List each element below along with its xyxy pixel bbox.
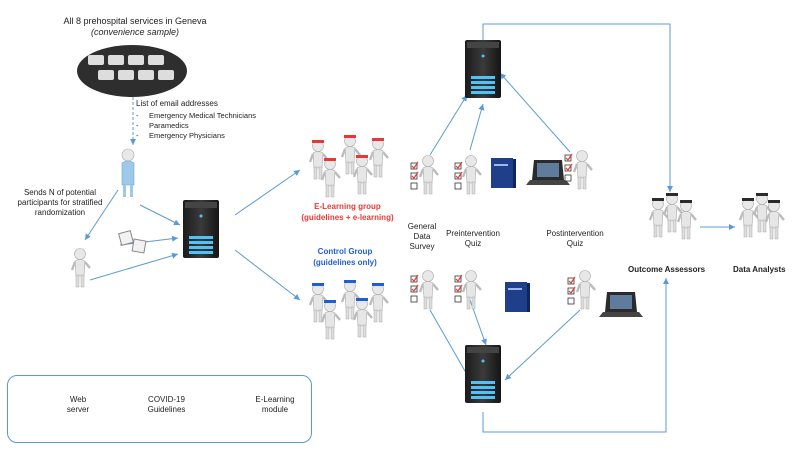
- control-group-people: [308, 279, 390, 341]
- legend-web-label-1: Web: [69, 395, 87, 404]
- post-checklist-icon: [564, 153, 573, 182]
- legend-guidelines-label-1: COVID-19: [148, 395, 185, 404]
- general-person-control-icon: [418, 269, 440, 311]
- elearning-group-subtitle: (guidelines + e-learning): [301, 213, 394, 222]
- pre-person-icon: [461, 154, 483, 196]
- general-label-1: General: [407, 222, 437, 231]
- email-list-item: Paramedics: [136, 121, 256, 131]
- elearning-laptop-control-icon: [599, 292, 643, 317]
- control-group-title: Control Group: [317, 247, 373, 256]
- header-title: All 8 prehospital services in Geneva: [63, 16, 207, 26]
- post-label-1: Postintervention: [546, 229, 604, 238]
- ambulance-cluster-icon: [77, 45, 187, 97]
- randomizer-person-icon: [70, 247, 92, 289]
- legend-guidelines-label-2: Guidelines: [147, 405, 186, 414]
- post-server-icon: [465, 345, 501, 403]
- data-analysts-label: Data Analysts: [733, 265, 786, 274]
- legend-elearning-label-2: module: [261, 405, 289, 414]
- elearning-laptop-icon: [526, 160, 570, 185]
- general-checklist-control-icon: [410, 274, 419, 303]
- email-list-item: Emergency Physicians: [136, 131, 256, 141]
- legend-web-label-2: server: [66, 405, 90, 414]
- pre-server-icon: [465, 40, 501, 98]
- general-label-3: Survey: [409, 242, 435, 251]
- pre-checklist-control-icon: [454, 274, 463, 303]
- guidelines-book-control-icon: [505, 282, 530, 312]
- header-subtitle: (convenience sample): [90, 27, 180, 37]
- post-label-2: Quiz: [566, 239, 584, 248]
- elearning-group-people: [308, 134, 390, 199]
- email-list-item: Emergency Medical Technicians: [136, 111, 256, 121]
- guidelines-book-icon: [491, 158, 516, 188]
- post-checklist-control-icon: [567, 276, 576, 305]
- post-person-control-icon: [575, 269, 597, 311]
- main-server-icon: [183, 200, 219, 258]
- outcome-assessors-label: Outcome Assessors: [628, 265, 706, 274]
- dice-icon: [118, 230, 147, 254]
- email-list-title: List of email addresses: [136, 99, 218, 108]
- outcome-assessors-people: [648, 192, 698, 241]
- general-checklist-icon: [410, 161, 419, 190]
- pre-checklist-icon: [454, 161, 463, 190]
- general-person-icon: [418, 154, 440, 196]
- control-group-subtitle: (guidelines only): [313, 258, 377, 267]
- data-analysts-people: [738, 192, 786, 241]
- emt-person-icon: [121, 148, 135, 197]
- general-label-2: Data: [413, 232, 431, 241]
- email-list: Emergency Medical Technicians Paramedics…: [136, 111, 256, 141]
- legend-box: [7, 375, 312, 443]
- pre-person-control-icon: [461, 269, 483, 311]
- post-person-icon: [572, 149, 594, 191]
- pre-label-2: Quiz: [464, 239, 482, 248]
- elearning-group-title: E-Learning group: [314, 202, 381, 211]
- legend-elearning-label-1: E-Learning: [255, 395, 295, 404]
- sends-label-1: Sends N of potential: [23, 188, 97, 197]
- pre-label-1: Preintervention: [446, 229, 500, 238]
- sends-label-3: randomization: [34, 208, 86, 217]
- flow-arrows: [84, 23, 735, 433]
- sends-label-2: participants for stratified: [17, 198, 103, 207]
